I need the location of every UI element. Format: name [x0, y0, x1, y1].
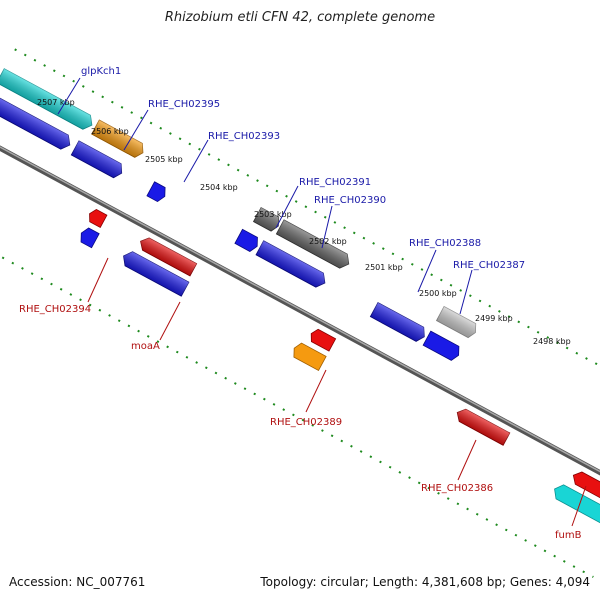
gene-fumB[interactable]: [551, 482, 600, 533]
gene-minus-red-small[interactable]: [86, 208, 108, 228]
gene-label-RHE_CH02388[interactable]: RHE_CH02388: [409, 238, 481, 249]
gene-label-RHE_CH02387[interactable]: RHE_CH02387: [453, 260, 525, 271]
plus-gene-labels: glpKch1 RHE_CH02395 RHE_CH02393 RHE_CH02…: [57, 66, 525, 315]
gene-minus-red-5[interactable]: [570, 469, 600, 514]
gene-moaA-blue[interactable]: [120, 249, 190, 297]
genome-backbone-highlight: [0, 130, 600, 494]
scale-label: 2499 kbp: [475, 314, 513, 323]
gene-plus-blue-5[interactable]: [255, 240, 329, 290]
scale-label: 2503 kbp: [254, 210, 292, 219]
gene-RHE_CH02386[interactable]: [454, 406, 511, 446]
genome-summary-text: Topology: circular; Length: 4,381,608 bp…: [260, 575, 590, 589]
gene-label-RHE_CH02394[interactable]: RHE_CH02394: [19, 304, 91, 315]
map-title: Rhizobium etli CFN 42, complete genome: [164, 10, 436, 25]
minus-gene-labels: RHE_CH02394 moaA RHE_CH02389 RHE_CH02386…: [19, 257, 587, 541]
gene-glpKch1[interactable]: [0, 68, 96, 133]
gene-RHE_CH02389[interactable]: [290, 341, 327, 372]
gene-plus-blue-1[interactable]: [0, 92, 74, 152]
gene-label-RHE_CH02393[interactable]: RHE_CH02393: [208, 131, 280, 142]
gene-RHE_CH02394[interactable]: [78, 226, 100, 249]
gene-plus-blue-3[interactable]: [146, 181, 169, 204]
genome-backbone: [0, 129, 600, 496]
scale-label: 2506 kbp: [91, 127, 129, 136]
scale-label: 2502 kbp: [309, 237, 347, 246]
gene-plus-blue-4[interactable]: [234, 228, 261, 253]
scale-label: 2498 kbp: [533, 337, 571, 346]
accession-text: Accession: NC_007761: [9, 575, 146, 589]
genome-track: [0, 48, 600, 578]
scale-label: 2507 kbp: [37, 98, 75, 107]
gene-moaA[interactable]: [137, 235, 198, 277]
gene-RHE_CH02395[interactable]: [91, 119, 147, 160]
gene-label-RHE_CH02390[interactable]: RHE_CH02390: [314, 195, 386, 206]
gene-plus-blue-7[interactable]: [422, 330, 462, 362]
gene-plus-blue-2[interactable]: [70, 140, 125, 180]
gene-label-glpKch1[interactable]: glpKch1: [81, 66, 121, 77]
gene-label-moaA[interactable]: moaA: [131, 341, 160, 352]
gene-label-RHE_CH02386[interactable]: RHE_CH02386: [421, 483, 493, 494]
gene-RHE_CH02391[interactable]: [252, 207, 282, 233]
scale-label: 2504 kbp: [200, 183, 238, 192]
gene-RHE_CH02390[interactable]: [275, 219, 352, 271]
scale-labels: 2507 kbp 2506 kbp 2505 kbp 2504 kbp 2503…: [37, 98, 571, 346]
scale-label: 2501 kbp: [365, 263, 403, 272]
gene-RHE_CH02388[interactable]: [369, 302, 428, 344]
gene-label-RHE_CH02391[interactable]: RHE_CH02391: [299, 177, 371, 188]
gene-RHE_CH02387[interactable]: [435, 305, 479, 339]
gene-label-RHE_CH02389[interactable]: RHE_CH02389: [270, 417, 342, 428]
gene-label-fumB[interactable]: fumB: [555, 530, 582, 541]
scale-label: 2500 kbp: [419, 289, 457, 298]
gene-label-RHE_CH02395[interactable]: RHE_CH02395: [148, 99, 220, 110]
gene-minus-red-3[interactable]: [308, 327, 337, 352]
scale-label: 2505 kbp: [145, 155, 183, 164]
